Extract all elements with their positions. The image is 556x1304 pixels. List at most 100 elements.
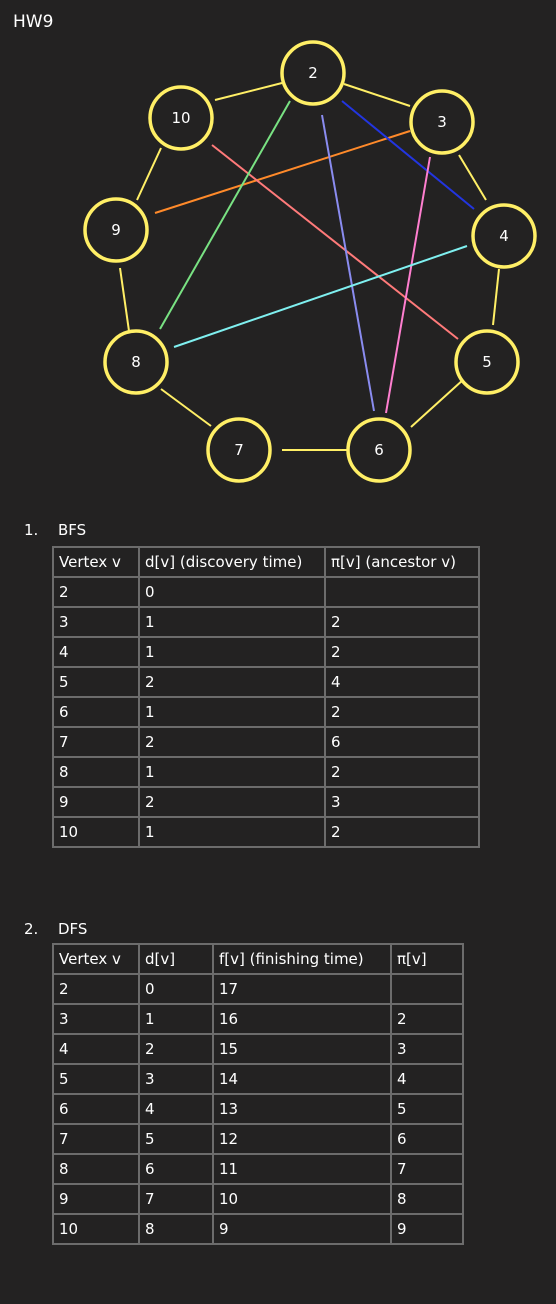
table-cell: 6 — [52, 696, 140, 728]
table-cell: 14 — [212, 1063, 392, 1095]
table-cell: 3 — [390, 1033, 464, 1065]
table-cell: 1 — [138, 696, 326, 728]
table-cell: 1 — [138, 606, 326, 638]
table-cell: 5 — [52, 666, 140, 698]
table-cell: 2 — [138, 1033, 214, 1065]
table-cell: 4 — [324, 666, 480, 698]
table-cell: 10 — [212, 1183, 392, 1215]
table-cell: 2 — [138, 666, 326, 698]
edge-10-2 — [214, 82, 283, 101]
bfs-heading: 1. BFS — [24, 521, 86, 539]
table-header-row: Vertex v d[v] (discovery time) π[v] (anc… — [52, 546, 480, 578]
table-cell: 8 — [390, 1183, 464, 1215]
bfs-number: 1. — [24, 521, 39, 539]
header-vertex: Vertex v — [52, 943, 140, 975]
table-cell: 5 — [138, 1123, 214, 1155]
table-cell: 13 — [212, 1093, 392, 1125]
node-2: 2 — [280, 40, 346, 106]
table-cell: 9 — [390, 1213, 464, 1245]
table-cell: 2 — [324, 756, 480, 788]
table-cell: 4 — [52, 636, 140, 668]
table-cell: 3 — [52, 606, 140, 638]
table-cell: 0 — [138, 973, 214, 1005]
table-cell: 4 — [390, 1063, 464, 1095]
edge-8-4 — [173, 245, 468, 348]
document-title: HW9 — [13, 12, 54, 32]
table-cell: 7 — [52, 1123, 140, 1155]
edge-9-3 — [154, 130, 411, 214]
dfs-heading: 2.DFS — [24, 920, 87, 938]
edge-2-6 — [321, 114, 375, 412]
table-cell: 8 — [52, 756, 140, 788]
node-label: 3 — [437, 113, 447, 131]
node-10: 10 — [148, 85, 214, 151]
table-cell: 6 — [390, 1123, 464, 1155]
table-cell: 10 — [52, 1213, 140, 1245]
table-cell: 15 — [212, 1033, 392, 1065]
header-ancestor: π[v] — [390, 943, 464, 975]
table-cell: 12 — [212, 1123, 392, 1155]
bfs-title: BFS — [58, 521, 87, 539]
table-cell: 9 — [212, 1213, 392, 1245]
edge-7-8 — [160, 388, 212, 427]
node-label: 6 — [374, 441, 384, 459]
table-cell: 9 — [52, 786, 140, 818]
table-cell — [390, 973, 464, 1005]
table-cell: 0 — [138, 576, 326, 608]
table-cell: 8 — [52, 1153, 140, 1185]
node-7: 7 — [206, 417, 272, 483]
header-discovery-time: d[v] (discovery time) — [138, 546, 326, 578]
edge-2-3 — [343, 83, 411, 107]
node-label: 7 — [234, 441, 244, 459]
edge-4-5 — [492, 268, 500, 326]
node-6: 6 — [346, 417, 412, 483]
node-label: 5 — [482, 353, 492, 371]
edge-3-6 — [385, 156, 431, 414]
node-9: 9 — [83, 197, 149, 263]
edge-2-8 — [159, 100, 291, 330]
table-cell: 1 — [138, 756, 326, 788]
edge-5-6 — [410, 378, 465, 428]
node-label: 4 — [499, 227, 509, 245]
bfs-table: Vertex v d[v] (discovery time) π[v] (anc… — [52, 546, 480, 848]
graph-diagram: 2 3 4 5 6 7 8 9 — [83, 40, 537, 483]
table-cell: 2 — [52, 576, 140, 608]
table-cell: 2 — [138, 786, 326, 818]
table-cell: 2 — [324, 636, 480, 668]
table-cell: 6 — [138, 1153, 214, 1185]
table-cell: 2 — [324, 816, 480, 848]
edge-3-4 — [458, 154, 487, 201]
table-cell: 8 — [138, 1213, 214, 1245]
table-cell: 5 — [52, 1063, 140, 1095]
node-5: 5 — [454, 329, 520, 395]
dfs-title: DFS — [58, 920, 88, 938]
table-cell: 2 — [138, 726, 326, 758]
table-cell: 17 — [212, 973, 392, 1005]
node-label: 9 — [111, 221, 121, 239]
table-cell: 2 — [390, 1003, 464, 1035]
header-finishing-time: f[v] (finishing time) — [212, 943, 392, 975]
table-cell: 6 — [52, 1093, 140, 1125]
table-cell: 7 — [390, 1153, 464, 1185]
ring-edges — [119, 82, 500, 451]
header-discovery: d[v] — [138, 943, 214, 975]
node-label: 2 — [308, 64, 318, 82]
header-ancestor: π[v] (ancestor v) — [324, 546, 480, 578]
